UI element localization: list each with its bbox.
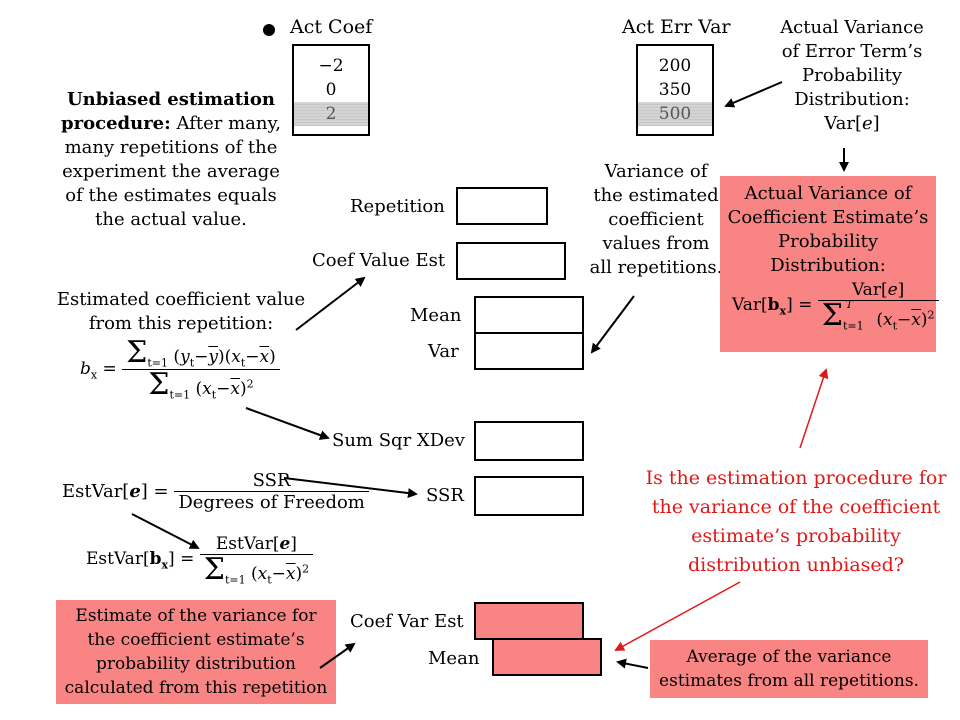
variance-note-line: values from <box>602 233 710 254</box>
act-coef-option[interactable]: −2 <box>318 56 344 76</box>
question-line: Is the estimation procedure for <box>645 467 947 489</box>
coef-value-est-label: Coef Value Est <box>312 250 446 271</box>
act-coef-option[interactable]: 0 <box>325 80 337 100</box>
actual-coef-variance-formula: Var[bx] = Var[e] Σt=1T (xt−x)2 <box>732 280 939 332</box>
act-err-var-option[interactable]: 350 <box>658 80 692 100</box>
estimate-variance-line: Estimate of the variance for <box>75 606 317 626</box>
act-coef-option-selected[interactable]: 2 <box>294 102 368 126</box>
unbiased-line: experiment the average <box>62 161 280 182</box>
red-arrow-down <box>614 581 741 651</box>
coef-value-est-field[interactable] <box>456 242 566 280</box>
act-err-var-list[interactable]: 200 350 500 <box>636 44 714 136</box>
question-line: estimate’s probability <box>691 525 901 547</box>
act-err-var-label: Act Err Var <box>622 16 731 38</box>
repetition-field[interactable] <box>456 187 548 225</box>
unbiased-line: After many, <box>176 113 281 134</box>
unbiased-line: the actual value. <box>95 209 247 230</box>
arrow-to-var <box>590 295 635 354</box>
arrow-to-ssr <box>283 477 418 499</box>
act-err-var-option[interactable]: 200 <box>658 56 692 76</box>
mean-label: Mean <box>410 305 462 326</box>
question-line: distribution unbiased? <box>688 554 904 576</box>
variance-note-line: the estimated <box>593 185 719 206</box>
arrow-to-sum-sqr <box>245 407 330 440</box>
unbiased-line: of the estimates equals <box>65 185 277 206</box>
variance-note-line: Variance of <box>604 161 708 182</box>
sum-sqr-xdev-label: Sum Sqr XDev <box>332 430 465 451</box>
note-line: Distribution: <box>794 89 910 110</box>
arrow-to-err-var <box>724 81 783 108</box>
question-line: the variance of the coefficient <box>651 496 941 518</box>
estimated-coef-note: Estimated coefficient value from this re… <box>56 288 306 336</box>
arrow-to-estvar-b <box>131 513 200 549</box>
act-coef-list[interactable]: −2 0 2 <box>292 44 370 136</box>
note-line-var-e: Var[e] <box>824 113 880 134</box>
arrow-to-coef-var-est <box>319 642 356 669</box>
unbiased-note: Unbiased estimation procedure: After man… <box>56 88 286 232</box>
bullet-icon <box>263 24 275 36</box>
arrow-to-coef-value <box>295 276 366 331</box>
var-field[interactable] <box>474 332 584 370</box>
note-line: Actual Variance <box>780 17 924 38</box>
actual-coef-variance-box: Actual Variance of Coefficient Estimate’… <box>720 176 939 352</box>
var-label: Var <box>428 341 459 362</box>
estvar-e-denominator: Degrees of Freedom <box>178 492 365 513</box>
estimated-coef-line: from this repetition: <box>88 313 274 334</box>
variance-note-line: all repetitions. <box>589 257 723 278</box>
box-line: Probability <box>777 231 878 252</box>
note-line: Probability <box>801 65 902 86</box>
bx-formula: bx = Σt=1 (yt−y)(xt−x) Σt=1 (xt−x)2 <box>80 338 280 402</box>
estvar-e-numerator: SSR <box>174 470 369 492</box>
unbiased-title2: procedure: <box>61 113 171 134</box>
estimated-coef-line: Estimated coefficient value <box>56 289 306 310</box>
average-box: Average of the variance estimates from a… <box>650 640 928 698</box>
box-line: Actual Variance of <box>744 183 912 204</box>
unbiased-question: Is the estimation procedure for the vari… <box>636 464 956 580</box>
box-line: Coefficient Estimate’s <box>727 207 929 228</box>
actual-variance-error-note: Actual Variance of Error Term’s Probabil… <box>772 16 932 136</box>
estvar-e-formula: EstVar[e] = SSR Degrees of Freedom <box>62 470 369 513</box>
sum-sqr-xdev-field[interactable] <box>474 421 584 461</box>
ssr-label: SSR <box>426 485 464 506</box>
average-line: Average of the variance <box>686 647 892 667</box>
variance-note-line: coefficient <box>608 209 704 230</box>
unbiased-title: Unbiased estimation <box>66 89 275 110</box>
mean2-label: Mean <box>428 648 480 669</box>
estimate-variance-box: Estimate of the variance for the coeffic… <box>56 600 336 704</box>
estimate-variance-line: the coefficient estimate’s <box>87 630 305 650</box>
act-coef-label: Act Coef <box>290 16 373 38</box>
box-line: Distribution: <box>770 255 886 276</box>
ssr-field[interactable] <box>474 476 584 516</box>
arrow-to-mean2 <box>616 658 649 669</box>
coef-var-est-label: Coef Var Est <box>350 611 464 632</box>
average-line: estimates from all repetitions. <box>659 671 919 691</box>
act-err-var-option-selected[interactable]: 500 <box>638 102 712 126</box>
red-arrow-up <box>799 368 829 449</box>
note-line: of Error Term’s <box>781 41 923 62</box>
unbiased-line: many repetitions of the <box>64 137 278 158</box>
estimate-variance-line: calculated from this repetition <box>64 678 328 698</box>
estvar-bx-formula: EstVar[bx] = EstVar[e] Σt=1 (xt−x)2 <box>86 534 314 586</box>
repetition-label: Repetition <box>350 196 445 217</box>
mean2-field[interactable] <box>492 638 602 676</box>
estimate-variance-line: probability distribution <box>95 654 296 674</box>
variance-note: Variance of the estimated coefficient va… <box>588 160 724 280</box>
